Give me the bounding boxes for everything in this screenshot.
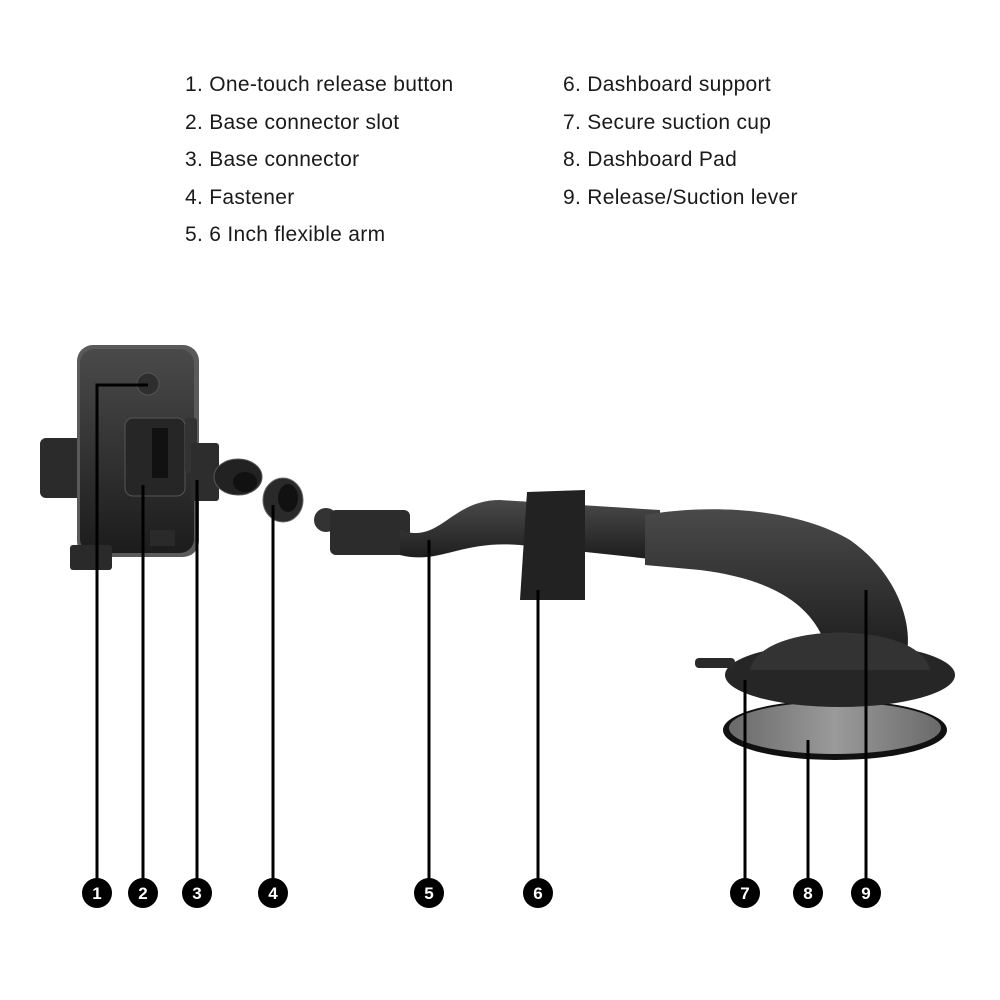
legend-item: 1. One-touch release button	[185, 73, 454, 96]
dashboard-pad	[729, 702, 941, 754]
callout-marker-8	[793, 878, 823, 908]
base-connector	[191, 443, 263, 501]
fastener	[262, 477, 304, 523]
legend-item: 8. Dashboard Pad	[563, 148, 738, 171]
legend-item: 3. Base connector	[185, 148, 360, 171]
callout-label: 8	[803, 884, 812, 903]
legend-item: 7. Secure suction cup	[563, 110, 772, 134]
legend-item: 5. 6 Inch flexible arm	[185, 223, 386, 246]
callout-marker-2	[128, 878, 158, 908]
legend-item: 2. Base connector slot	[185, 110, 400, 134]
legend-item: 9. Release/Suction lever	[563, 185, 798, 209]
callout-marker-9	[851, 878, 881, 908]
callout-marker-5	[414, 878, 444, 908]
callout-marker-6	[523, 878, 553, 908]
phone-holder	[40, 345, 199, 570]
flexible-arm	[314, 490, 908, 660]
callout-label: 2	[138, 884, 147, 903]
callout-marker-4	[258, 878, 288, 908]
callout-label: 7	[740, 884, 749, 903]
callout-label: 3	[192, 884, 201, 903]
callout-marker-3	[182, 878, 212, 908]
callout-label: 1	[92, 884, 101, 903]
leader-lines	[95, 383, 868, 880]
callout-marker-1	[82, 878, 112, 908]
callout-label: 5	[424, 884, 433, 903]
legend-item: 4. Fastener	[185, 185, 295, 209]
legend-column-left: 1. One-touch release button 2. Base conn…	[185, 70, 453, 258]
callout-marker-7	[730, 878, 760, 908]
callout-label: 6	[533, 884, 542, 903]
legend-item: 6. Dashboard support	[563, 73, 771, 96]
callout-label: 4	[268, 884, 278, 903]
suction-base	[695, 632, 955, 760]
callout-markers: 1 2 3 4 5 6 7 8 9	[82, 878, 881, 908]
callout-label: 9	[861, 884, 870, 903]
legend-column-right: 6. Dashboard support 7. Secure suction c…	[563, 70, 798, 220]
